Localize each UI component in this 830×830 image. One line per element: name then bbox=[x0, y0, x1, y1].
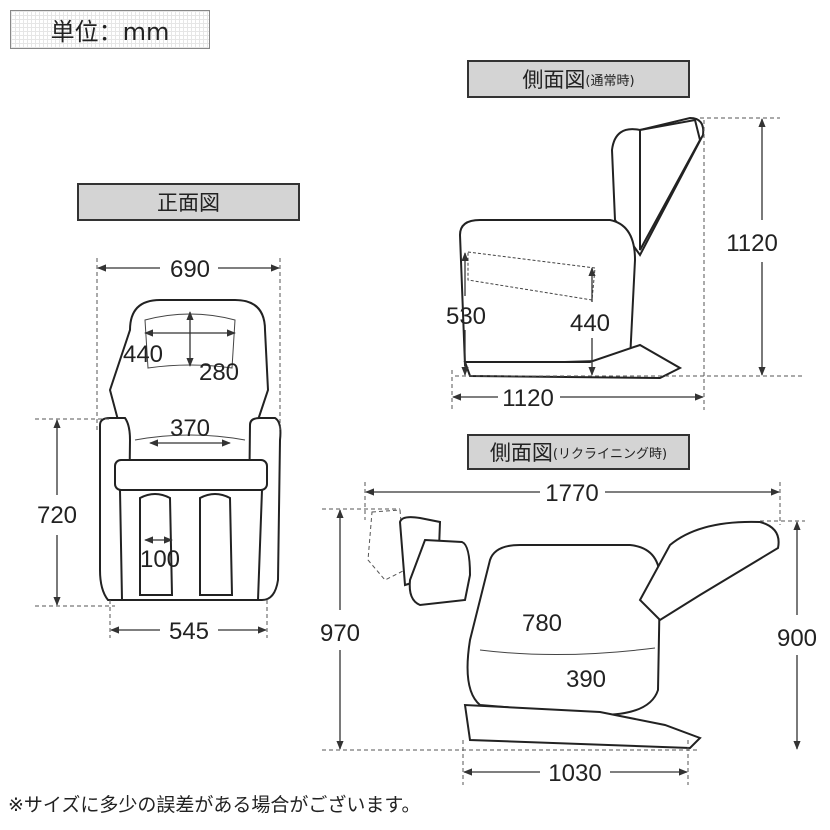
side-normal-chair-drawing bbox=[458, 116, 705, 380]
dim-recline-height-left: 970 bbox=[320, 620, 360, 647]
side-recline-title: 側面図(リクライニング時) bbox=[467, 434, 690, 470]
dim-seat-height: 530 bbox=[446, 303, 486, 330]
dim-recline-height-right: 900 bbox=[777, 625, 817, 652]
side-normal-title: 側面図(通常時) bbox=[467, 60, 690, 98]
side-recline-subtitle: (リクライニング時) bbox=[552, 446, 668, 462]
dim-seat-width: 370 bbox=[170, 415, 210, 442]
dim-base-width: 545 bbox=[169, 618, 209, 645]
front-title-text: 正面図 bbox=[157, 191, 220, 215]
dim-headrest-width: 440 bbox=[123, 341, 163, 368]
front-view-title: 正面図 bbox=[77, 183, 300, 221]
dim-headrest-height: 280 bbox=[199, 359, 239, 386]
dim-recline-base-length: 1030 bbox=[548, 760, 601, 787]
dim-front-width-top: 690 bbox=[170, 256, 210, 283]
dim-side-depth: 1120 bbox=[502, 385, 554, 412]
unit-text: 単位：mm bbox=[50, 18, 170, 46]
dim-recline-length: 1770 bbox=[545, 480, 598, 507]
side-recline-chair-drawing bbox=[367, 509, 780, 750]
dim-seat-depth: 440 bbox=[570, 310, 610, 337]
disclaimer-note: ※サイズに多少の誤差がある場合がございます。 bbox=[8, 794, 421, 816]
dim-recline-seat-length: 780 bbox=[522, 610, 562, 637]
unit-label: 単位：mm bbox=[10, 10, 210, 49]
dim-side-height: 1120 bbox=[726, 230, 778, 257]
dim-foot-width: 100 bbox=[140, 546, 180, 573]
dim-recline-seat-width: 390 bbox=[566, 666, 606, 693]
dim-front-height: 720 bbox=[37, 502, 77, 529]
front-chair-drawing bbox=[99, 299, 282, 601]
side-normal-subtitle: (通常時) bbox=[585, 73, 635, 89]
side-recline-title-text: 側面図 bbox=[489, 441, 553, 465]
side-normal-title-text: 側面図 bbox=[522, 68, 586, 92]
